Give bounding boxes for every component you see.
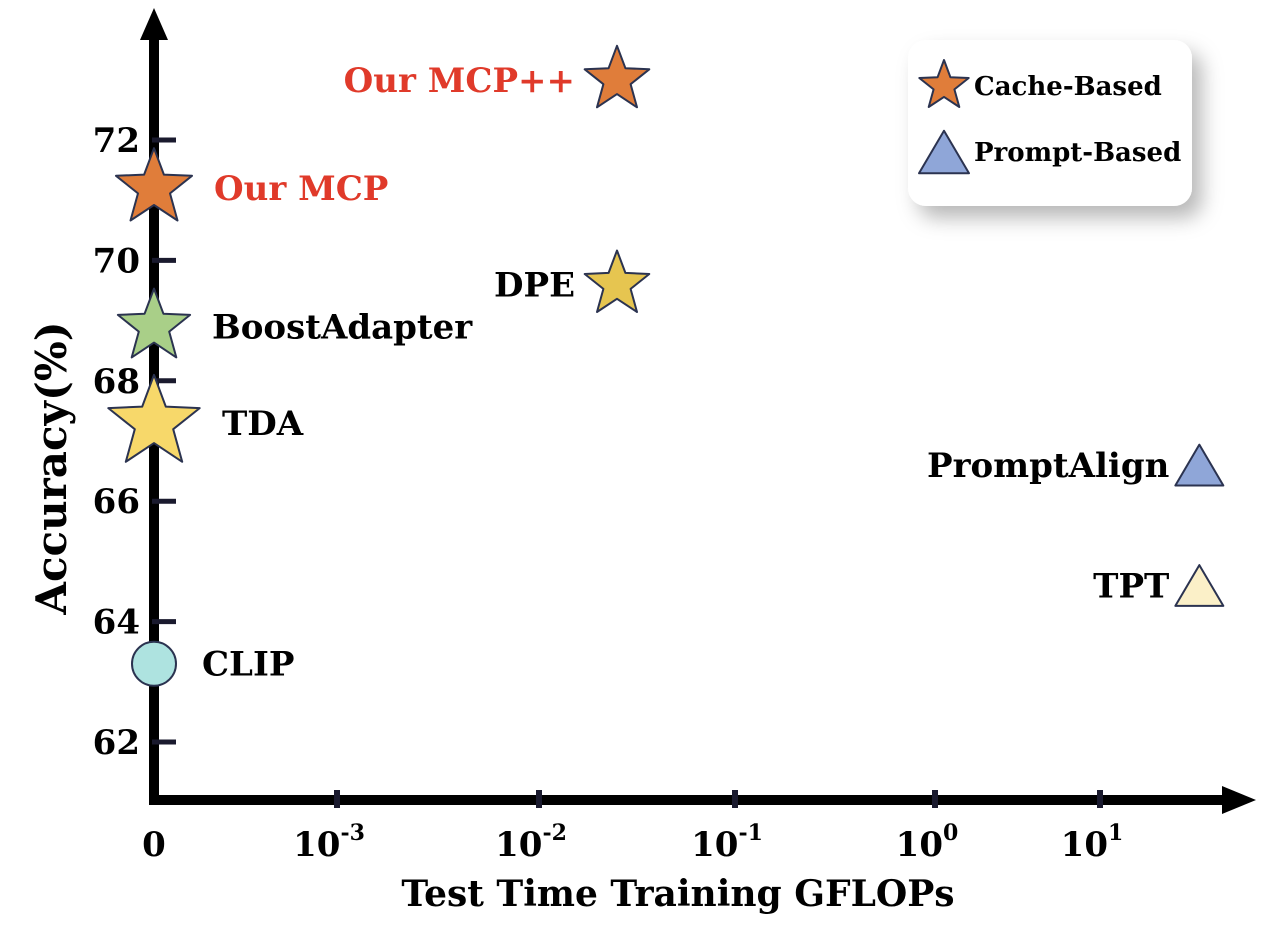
x-axis-title: Test Time Training GFLOPs xyxy=(401,873,954,915)
legend-triangle-marker xyxy=(918,129,970,175)
point-clip-marker xyxy=(131,640,177,687)
point-label-dpe: DPE xyxy=(494,265,575,305)
point-label-clip: CLIP xyxy=(202,645,294,685)
point-our-mcp-marker xyxy=(583,44,651,109)
point-label-tda: TDA xyxy=(222,404,304,444)
y-tick-label: 66 xyxy=(93,482,140,522)
point-dpe-marker xyxy=(583,249,651,313)
legend-box xyxy=(908,40,1192,206)
x-tick-label: 10-2 xyxy=(495,820,567,865)
point-label-boostadapter: BoostAdapter xyxy=(212,308,473,348)
x-ticks: 0 10-3 10-2 10-1 100 101 xyxy=(142,790,1123,865)
point-boostadapter-marker xyxy=(116,287,192,359)
point-label-our-mcp: Our MCP++ xyxy=(344,61,575,101)
point-our-mcp-marker xyxy=(115,147,193,222)
point-tda-marker xyxy=(107,373,201,463)
legend-star-marker xyxy=(918,59,970,108)
x-tick-label: 10-3 xyxy=(293,820,365,865)
y-tick-label: 72 xyxy=(93,121,140,161)
y-tick-label: 64 xyxy=(93,603,140,643)
y-tick-label: 62 xyxy=(93,723,140,763)
legend-label: Prompt-Based xyxy=(974,138,1181,168)
point-promptalign-marker xyxy=(1174,443,1225,487)
x-axis-arrow xyxy=(1222,786,1256,814)
x-tick-label: 0 xyxy=(142,825,166,865)
point-label-promptalign: PromptAlign xyxy=(927,446,1169,486)
x-tick-label: 100 xyxy=(896,820,959,865)
y-tick-label: 70 xyxy=(93,241,140,281)
x-tick-label: 101 xyxy=(1061,820,1124,865)
y-ticks: 62 64 66 68 70 72 xyxy=(93,121,176,763)
point-label-tpt: TPT xyxy=(1093,566,1169,606)
legend-label: Cache-Based xyxy=(974,72,1162,102)
point-tpt-marker xyxy=(1174,564,1225,607)
x-tick-label: 10-1 xyxy=(691,820,763,865)
y-tick-label: 68 xyxy=(93,362,140,402)
y-axis-title: Accuracy(%) xyxy=(27,321,76,615)
y-axis-arrow xyxy=(140,8,168,40)
point-label-our-mcp: Our MCP xyxy=(214,169,388,209)
